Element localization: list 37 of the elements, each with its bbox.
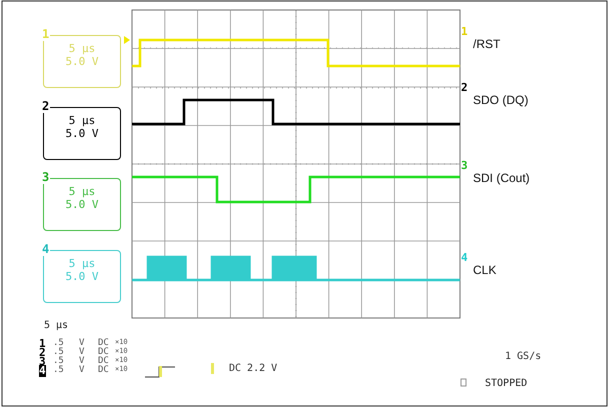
signal-name: CLK <box>473 264 496 277</box>
signal-name: SDI (Cout) <box>473 172 530 185</box>
channel-marker: 2 <box>461 82 468 94</box>
coupling: DC <box>98 356 109 366</box>
coupling: DC <box>98 365 109 375</box>
coupling: DC <box>98 347 109 357</box>
channel-marker: 3 <box>461 160 468 172</box>
unit: V <box>79 356 84 366</box>
coupling: DC <box>98 338 109 348</box>
scale-value: .5 <box>53 338 64 348</box>
volts-per-division: 5.0 V <box>64 198 100 211</box>
channel-marker: 4 <box>461 252 468 264</box>
time-per-division: 5 μs <box>68 185 96 198</box>
channel-number: 4 <box>41 242 50 256</box>
volts-per-division: 5.0 V <box>64 270 100 283</box>
channel-number: 1 <box>41 27 50 41</box>
channel-number: 2 <box>41 99 50 113</box>
trigger-level-readout: DC 2.2 V <box>229 363 278 374</box>
sample-rate-readout: 1 GS/s <box>505 351 542 362</box>
acquisition-status: STOPPED <box>485 378 528 389</box>
scale-value: .5 <box>53 365 64 375</box>
channel-number: 4 <box>39 365 46 377</box>
volts-per-division: 5.0 V <box>64 127 100 140</box>
channel-number: 3 <box>41 170 50 184</box>
unit: V <box>79 347 84 357</box>
time-per-division: 5 μs <box>68 42 96 55</box>
time-per-division: 5 μs <box>68 114 96 127</box>
scale-value: .5 <box>53 356 64 366</box>
volts-per-division: 5.0 V <box>64 55 100 68</box>
unit: V <box>79 338 84 348</box>
scale-value: .5 <box>53 347 64 357</box>
unit: V <box>79 365 84 375</box>
timebase-readout: 5 μs <box>44 320 68 331</box>
channel-marker: 1 <box>461 26 468 38</box>
signal-name: /RST <box>473 38 500 51</box>
signal-name: SDO (DQ) <box>473 94 528 107</box>
time-per-division: 5 μs <box>68 257 96 270</box>
